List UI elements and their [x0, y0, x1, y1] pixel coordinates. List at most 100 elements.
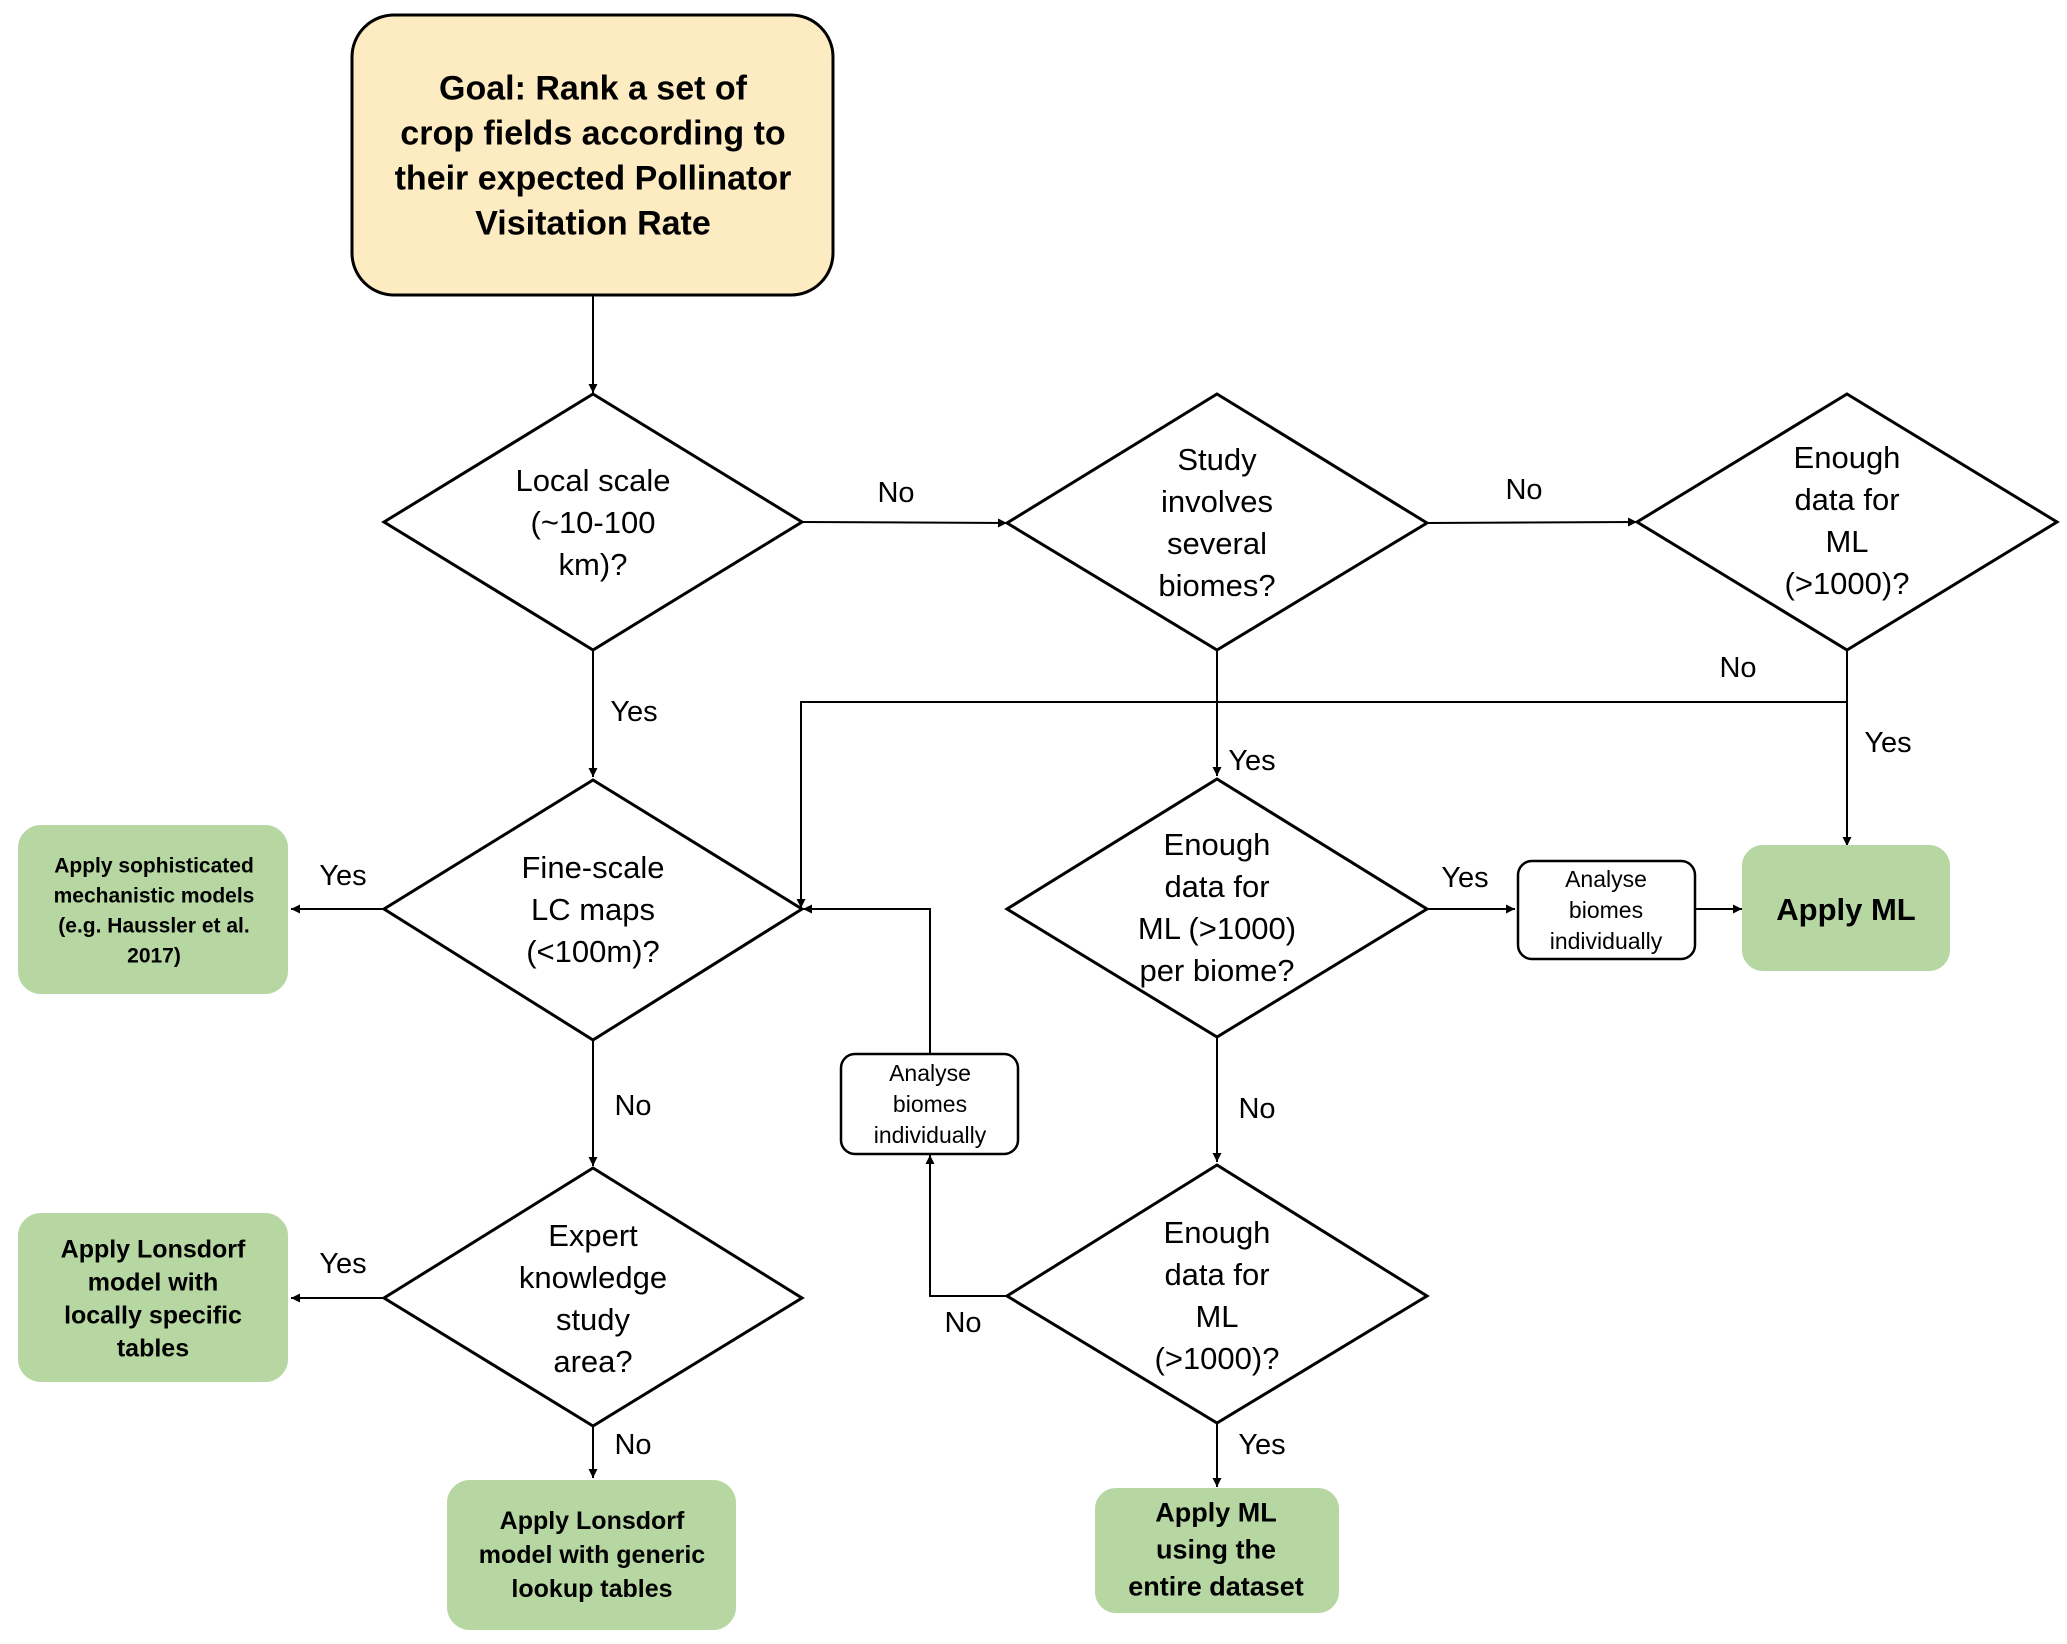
decision-enough-data-bottom-line: data for [1164, 1257, 1269, 1292]
edge-label-bottom-data-yes: Yes [1238, 1429, 1285, 1461]
decision-expert-knowledge-line: study [556, 1302, 631, 1337]
outcome-lonsdorf-local-line: model with [88, 1268, 219, 1296]
edge-local-scale-no [801, 518, 1008, 528]
edge-bottom-data-no [925, 1155, 1007, 1297]
decision-several-biomes-line: biomes? [1158, 568, 1275, 603]
outcome-lonsdorf-local-box [18, 1213, 288, 1382]
goal-line: crop fields according to [400, 114, 785, 152]
outcome-apply-ml-entire: Apply ML using the entire dataset [1095, 1488, 1339, 1613]
decision-enough-data-top-line: Enough [1794, 440, 1901, 475]
outcome-apply-ml-right-text: Apply ML [1776, 892, 1916, 927]
process-analyse-biomes-middle-line: individually [874, 1122, 987, 1148]
decision-enough-per-biome-line: per biome? [1139, 953, 1294, 988]
decision-enough-per-biome-text: Enough data for ML (>1000) per biome? [1138, 827, 1296, 988]
outcome-lonsdorf-local-text: Apply Lonsdorf model with locally specific… [61, 1235, 246, 1362]
outcome-sophisticated-models-text: Apply sophisticated mechanistic models (e.… [54, 854, 255, 967]
edge-label-expert-no: No [614, 1429, 651, 1461]
edge-label-per-biome-no: No [1238, 1093, 1275, 1125]
outcome-apply-ml-entire-line: entire dataset [1128, 1572, 1304, 1602]
outcome-sophisticated-models-line: Apply sophisticated [54, 854, 254, 877]
edge-label-local-no: No [877, 477, 914, 509]
edge-biomes-no [1426, 517, 1638, 527]
decision-enough-data-bottom-line: ML [1195, 1299, 1238, 1334]
edge-label-local-yes: Yes [610, 696, 657, 728]
outcome-lonsdorf-local-line: Apply Lonsdorf [61, 1235, 246, 1263]
edge-label-biomes-yes: Yes [1228, 745, 1275, 777]
process-analyse-biomes-right: Analyse biomes individually [1516, 859, 1697, 961]
decision-enough-data-top-line: (>1000)? [1785, 566, 1910, 601]
outcome-apply-ml-entire-line: Apply ML [1155, 1498, 1277, 1528]
process-analyse-biomes-middle-box [839, 1052, 1020, 1156]
decision-enough-per-biome-line: Enough [1164, 827, 1271, 862]
decision-enough-per-biome: Enough data for ML (>1000) per biome? [1004, 777, 1430, 1039]
outcome-apply-ml-right-line: Apply ML [1776, 892, 1916, 927]
process-analyse-biomes-right-line: biomes [1569, 897, 1643, 923]
decision-local-scale-line: (~10-100 [531, 505, 656, 540]
decision-several-biomes-line: involves [1161, 484, 1273, 519]
decision-enough-per-biome-line: ML (>1000) [1138, 911, 1296, 946]
edge-label-fine-yes: Yes [319, 860, 366, 892]
process-analyse-biomes-right-line: individually [1550, 928, 1663, 954]
process-analyse-biomes-middle: Analyse biomes individually [839, 1052, 1020, 1156]
process-analyse-biomes-middle-line: Analyse [889, 1060, 971, 1086]
edge-label-per-biome-yes: Yes [1441, 862, 1488, 894]
decision-several-biomes-line: Study [1177, 442, 1257, 477]
edge-top-data-no [796, 701, 1847, 908]
process-analyse-biomes-middle-text: Analyse biomes individually [874, 1060, 987, 1148]
outcome-sophisticated-models-line: 2017) [127, 944, 181, 967]
process-analyse-biomes-middle-line: biomes [893, 1091, 967, 1117]
outcome-sophisticated-models: Apply sophisticated mechanistic models (e.… [18, 825, 288, 994]
decision-enough-per-biome-shape [1004, 777, 1430, 1039]
decision-enough-per-biome-line: data for [1164, 869, 1269, 904]
decision-local-scale-line: km)? [559, 547, 628, 582]
decision-expert-knowledge-shape [381, 1166, 805, 1428]
decision-fine-scale-lc-line: (<100m)? [526, 934, 660, 969]
edge-label-bottom-data-no: No [944, 1307, 981, 1339]
goal-line: their expected Pollinator [395, 159, 792, 197]
edge-label-biomes-no: No [1505, 474, 1542, 506]
edge-labels: No Yes No Yes No Yes Yes No Yes No Yes N… [319, 474, 1911, 1461]
decision-enough-data-bottom-line: Enough [1164, 1215, 1271, 1250]
decision-expert-knowledge-line: area? [553, 1344, 632, 1379]
decision-expert-knowledge-line: Expert [548, 1218, 638, 1253]
outcome-lonsdorf-local: Apply Lonsdorf model with locally specific… [18, 1213, 288, 1382]
outcome-lonsdorf-generic-line: Apply Lonsdorf [500, 1507, 685, 1535]
process-analyse-biomes-right-text: Analyse biomes individually [1550, 866, 1663, 954]
decision-several-biomes: Study involves several biomes? [1004, 392, 1430, 652]
goal-box [350, 13, 835, 297]
decision-fine-scale-lc-shape [381, 778, 805, 1042]
edge-label-top-data-yes: Yes [1864, 727, 1911, 759]
edge-label-expert-yes: Yes [319, 1248, 366, 1280]
decision-several-biomes-shape [1004, 392, 1430, 652]
outcome-apply-ml-entire-line: using the [1156, 1535, 1276, 1565]
outcome-lonsdorf-local-line: tables [117, 1334, 189, 1362]
decision-enough-data-bottom-shape [1004, 1163, 1430, 1425]
decision-enough-data-top-shape [1634, 392, 2060, 652]
outcome-lonsdorf-local-line: locally specific [64, 1301, 242, 1329]
outcome-apply-ml-entire-box [1095, 1488, 1339, 1613]
connectors [291, 296, 1852, 1487]
decision-local-scale-shape [381, 392, 805, 652]
outcome-sophisticated-models-line: mechanistic models [54, 884, 255, 907]
outcome-apply-ml-entire-text: Apply ML using the entire dataset [1128, 1498, 1304, 1602]
outcome-sophisticated-models-box [18, 825, 288, 994]
outcome-lonsdorf-generic-line: lookup tables [511, 1575, 672, 1603]
decision-fine-scale-lc-line: LC maps [531, 892, 655, 927]
edge-label-top-data-no: No [1719, 652, 1756, 684]
decision-several-biomes-line: several [1167, 526, 1267, 561]
outcome-sophisticated-models-line: (e.g. Haussler et al. [58, 914, 249, 937]
goal-line: Visitation Rate [475, 204, 711, 242]
process-analyse-biomes-right-line: Analyse [1565, 866, 1647, 892]
